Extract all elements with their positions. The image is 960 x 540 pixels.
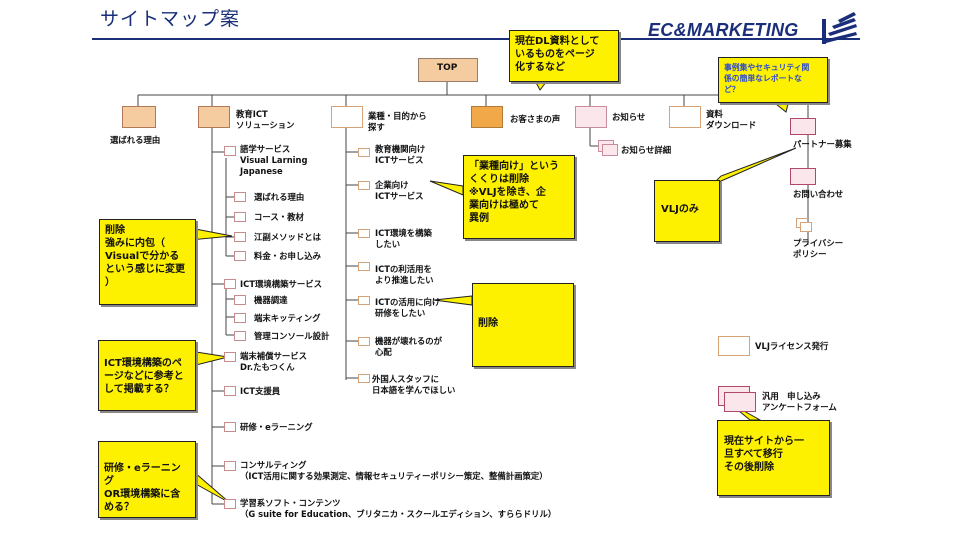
node-ict-staff [224,386,236,396]
label-ict-solution: 教育ICT ソリューション [236,109,295,130]
node-build-env [358,229,370,238]
label-corp-ict: 企業向け ICTサービス [375,180,424,201]
node-language [224,146,236,156]
label-training: 研修・eラーニング [240,422,313,432]
node-training [224,422,236,432]
label-device: 機器調達 [254,295,288,305]
label-partner: パートナー募集 [793,139,852,149]
node-privacy-stack [800,222,812,232]
label-use-ict: ICTの利活用を より推進したい [375,264,434,285]
node-news [575,106,607,128]
callout-training-question: 研修・eラーニング OR環境構築に含 める？ [98,441,196,518]
node-device [234,295,246,305]
node-survey-stack [724,392,756,412]
title-underline [92,38,860,40]
logo-text: EC&MARKETING [648,20,799,40]
company-logo: EC&MARKETING [648,8,866,44]
callout-delete-language: 削除 強みに内包（ Visualで分かる という感じに変更 ） [99,219,196,305]
label-worry: 機器が壊れるのが 心配 [375,336,442,357]
label-course: コース・教材 [254,212,304,222]
label-consulting: コンサルティング （ICT活用に関する効果測定、情報セキュリティーポリシー策定、… [240,460,548,481]
label-news-detail: お知らせ詳細 [621,145,672,155]
label-contact: お問い合わせ [793,189,844,199]
node-kitting [234,313,246,323]
node-news-detail-stack [602,144,618,156]
top-page-node [418,58,478,82]
label-voice: お客さまの声 [510,114,561,124]
node-industry [331,106,363,128]
label-lang-reasons: 選ばれる理由 [254,192,305,202]
label-kitting: 端末キッティング [254,313,321,323]
label-download: 資料 ダウンロード [706,109,757,130]
node-corp-ict [358,181,370,190]
node-repair [224,352,236,362]
node-use-ict [358,262,370,271]
label-software: 学習系ソフト・コンテンツ （G suite for Education、ブリタニ… [240,498,557,519]
callout-migrate: 現在サイトから一 旦すべて移行 その後削除 [717,420,830,496]
label-news: お知らせ [612,112,646,122]
label-reasons: 選ばれる理由 [110,135,161,145]
node-voice [471,106,503,128]
node-train-ict [358,296,370,305]
node-method [234,232,246,242]
node-foreign [358,374,370,383]
label-train-ict: ICTの活用に向け 研修をしたい [375,297,441,318]
label-method: 江副メソッドとは [254,232,321,242]
node-ict-solution [198,106,230,128]
label-language: 語学サービス Visual Larning Japanese [240,144,308,176]
label-survey: 汎用 申し込み アンケートフォーム [762,391,837,412]
node-software [224,499,236,509]
node-partner [790,118,816,135]
label-ict-staff: ICT支援員 [240,386,281,396]
callout-ict-reference: ICT環境構築のペ ージなどに参考と して掲載する？ [98,340,196,411]
node-worry [358,337,370,346]
label-console: 管理コンソール設計 [254,331,330,341]
label-edu-ict: 教育機関向け ICTサービス [375,144,426,165]
page-title: サイトマップ案 [100,8,241,30]
callout-dl-pages: 現在DL資料として いるものをページ 化するなど [509,30,619,82]
node-course [234,212,246,222]
node-console [234,331,246,341]
callout-vlj-only: VLJのみ [654,180,720,242]
label-vlj-license: VLJライセンス発行 [755,341,829,351]
node-edu-ict [358,148,370,157]
callout-industry-note: 「業種向け」という くくりは削除 ※VLJを除き、企 業向けは極めて 異例 [463,155,575,239]
label-industry: 業種・目的から 探す [368,111,427,132]
node-vlj-license [718,336,750,356]
logo-mark-icon [822,12,857,44]
label-fee: 料金・お申し込み [254,251,321,261]
node-reasons [122,106,156,128]
top-page-label: TOP [437,63,458,73]
node-ict-env [224,279,236,289]
callout-case-studies: 事例集やセキュリティ関 係の簡単なレポートな ど？ [718,57,828,103]
label-ict-env: ICT環境構築サービス [240,279,322,289]
node-consulting [224,461,236,471]
node-contact [790,168,816,185]
label-foreign: 外国人スタッフに 日本語を学んでほしい [372,374,456,395]
label-build-env: ICT環境を構築 したい [375,228,432,249]
label-privacy: プライバシー ポリシー [793,238,844,259]
node-fee [234,251,246,261]
callout-delete-training: 削除 [472,283,574,367]
label-repair: 端末補償サービス Dr.たもつくん [240,351,307,372]
node-download [669,106,701,128]
node-lang-reasons [234,192,246,202]
